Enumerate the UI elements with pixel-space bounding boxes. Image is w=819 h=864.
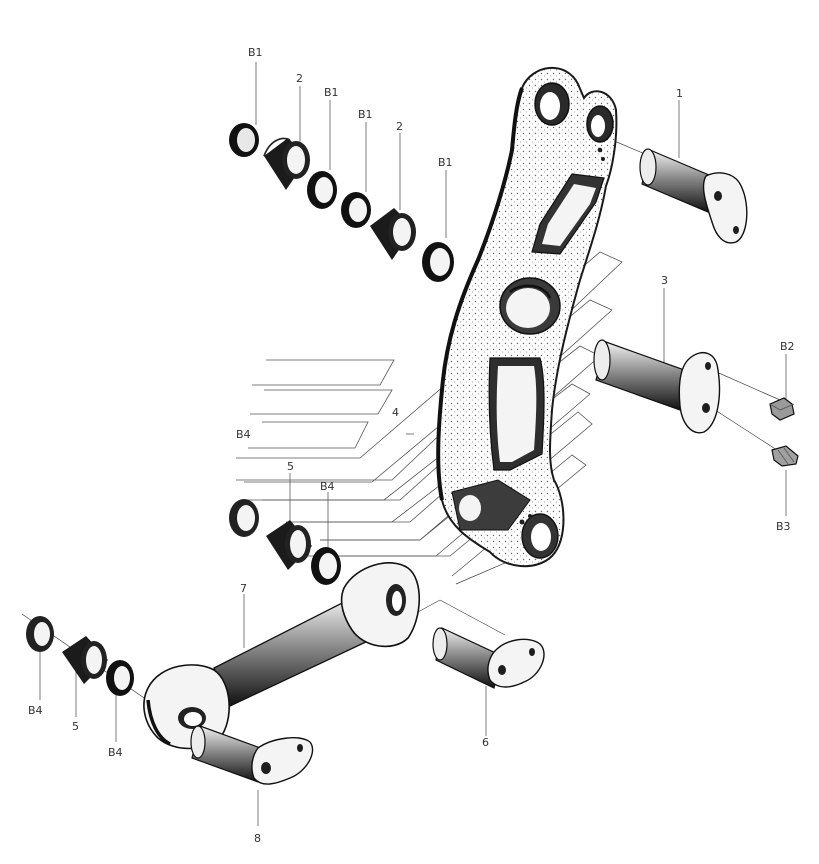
ring-b1-d	[422, 242, 454, 282]
label-6: 6	[482, 736, 489, 749]
ring-b4-d	[106, 660, 134, 696]
label-1: 1	[676, 87, 683, 100]
ring-b4-b	[311, 547, 341, 585]
lower-bushing-set	[26, 616, 134, 696]
sleeve-2-b	[370, 208, 416, 260]
label-b4-b: B4	[320, 480, 335, 493]
link-rod-7	[143, 562, 421, 750]
label-b4-a: B4	[236, 428, 251, 441]
ring-b1-c	[341, 192, 371, 228]
label-b2: B2	[780, 340, 795, 353]
pin-6	[432, 627, 545, 689]
label-3: 3	[661, 274, 668, 287]
sleeve-2-a	[263, 137, 310, 190]
label-8: 8	[254, 832, 261, 845]
ring-b4-a	[229, 499, 259, 537]
label-2-a: 2	[296, 72, 303, 85]
bolt-b3	[771, 445, 799, 467]
main-lever-arm	[436, 67, 618, 568]
label-b4-c: B4	[28, 704, 43, 717]
sleeve-5-b	[62, 636, 108, 684]
label-b3: B3	[776, 520, 791, 533]
label-2-b: 2	[396, 120, 403, 133]
label-4: 4	[392, 406, 399, 419]
label-7: 7	[240, 582, 247, 595]
ring-b4-c	[26, 616, 54, 652]
upper-bushing-set	[229, 123, 454, 282]
label-b1-d: B1	[438, 156, 453, 169]
label-b4-d: B4	[108, 746, 123, 759]
label-5-b: 5	[72, 720, 79, 733]
label-b1-a: B1	[248, 46, 263, 59]
label-b1-b: B1	[324, 86, 339, 99]
bolt-b2	[769, 397, 795, 421]
pin-1	[639, 148, 748, 244]
middle-bushing-set	[229, 499, 341, 585]
ring-b1-a	[229, 123, 259, 157]
pin-3	[593, 339, 721, 434]
part-labels: B1 2 B1 B1 2 B1 1 3 B2 B3 4 B4 5 B4 7 B4…	[28, 46, 795, 845]
label-b1-c: B1	[358, 108, 373, 121]
label-5-a: 5	[287, 460, 294, 473]
pin-8	[190, 725, 314, 785]
ring-b1-b	[307, 171, 337, 209]
sleeve-5-a	[266, 520, 312, 570]
